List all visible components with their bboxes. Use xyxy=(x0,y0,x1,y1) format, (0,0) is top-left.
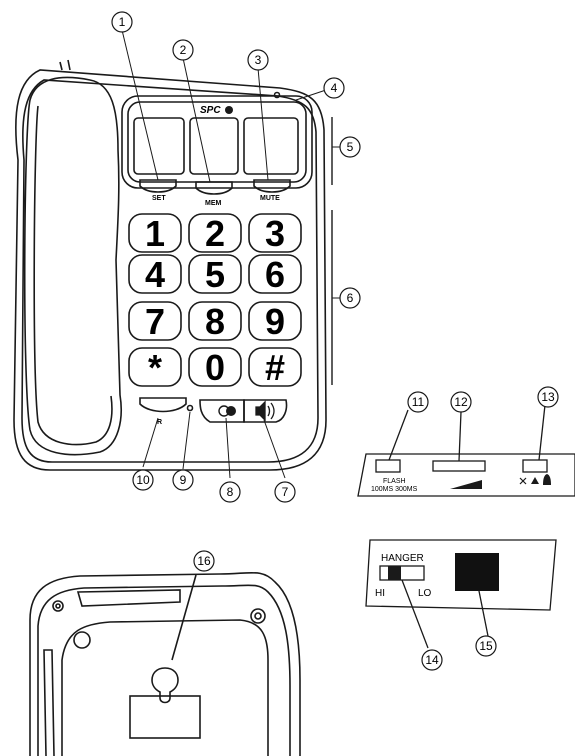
keypad-key-5[interactable]: 6 xyxy=(248,254,302,295)
brand-logo: SPC xyxy=(200,105,221,116)
callout-circle-3 xyxy=(247,49,269,71)
ringer-volume-slider[interactable] xyxy=(432,460,486,472)
hanger-title: HANGER xyxy=(381,553,424,564)
keypad-key-label: # xyxy=(265,347,285,388)
callout-circle-14 xyxy=(421,649,443,671)
keyhole-icon xyxy=(151,667,179,704)
hanger-panel xyxy=(365,539,557,649)
callout-circle-9 xyxy=(172,469,194,491)
callout-number: 4 xyxy=(331,81,338,95)
callout-number: 12 xyxy=(454,395,468,409)
flash-title: FLASH xyxy=(383,478,406,485)
keypad-key-2[interactable]: 3 xyxy=(248,213,302,254)
callout-circle-13 xyxy=(537,386,559,408)
keypad-key-label: 6 xyxy=(265,254,285,295)
keypad-key-9[interactable]: * xyxy=(128,347,182,388)
keypad-key-3[interactable]: 4 xyxy=(128,254,182,295)
hanger-tab[interactable] xyxy=(455,553,499,591)
mem-label: MEM xyxy=(205,200,222,207)
callout-circle-5 xyxy=(339,136,361,158)
keypad-key-10[interactable]: 0 xyxy=(188,347,242,388)
callout-circle-15 xyxy=(475,635,497,657)
callout-circle-12 xyxy=(450,391,472,413)
callout-number: 5 xyxy=(347,140,354,154)
phone-body xyxy=(13,59,327,471)
callout-number: 10 xyxy=(136,473,150,487)
ringer-switch[interactable] xyxy=(522,459,548,473)
callout-number: 1 xyxy=(119,15,126,29)
callout-number: 2 xyxy=(180,43,187,57)
keypad-key-11[interactable]: # xyxy=(248,347,302,388)
keypad-key-0[interactable]: 1 xyxy=(128,213,182,254)
mute-button[interactable] xyxy=(253,179,291,193)
keypad-key-label: 8 xyxy=(205,301,225,342)
callout-number: 9 xyxy=(180,473,187,487)
phone-back xyxy=(29,571,301,756)
keypad-key-label: 3 xyxy=(265,213,285,254)
callout-circle-16 xyxy=(193,550,215,572)
keypad-key-label: 1 xyxy=(145,213,165,254)
callout-circle-8 xyxy=(219,481,241,503)
keypad-key-label: 0 xyxy=(205,347,225,388)
keypad-key-label: 7 xyxy=(145,301,165,342)
callout-circle-1 xyxy=(111,11,133,33)
callout-number: 15 xyxy=(479,639,493,653)
speaker-volume-button[interactable] xyxy=(243,399,288,423)
callout-circle-6 xyxy=(339,287,361,309)
keypad-key-label: 9 xyxy=(265,301,285,342)
mute-label: MUTE xyxy=(260,195,280,202)
callout-number: 7 xyxy=(282,485,289,499)
keypad-key-7[interactable]: 8 xyxy=(188,301,242,342)
speaker-icon xyxy=(255,400,275,422)
mute-ringer-icon xyxy=(519,477,527,485)
hanger-hi: HI xyxy=(375,588,385,599)
flash-values: 100MS 300MS xyxy=(371,486,418,493)
callout-number: 11 xyxy=(412,395,425,409)
callout-circle-4 xyxy=(323,77,345,99)
keypad-key-label: 4 xyxy=(145,254,165,295)
callout-number: 14 xyxy=(425,653,439,667)
callout-number: 8 xyxy=(227,485,234,499)
ringer-high-icon xyxy=(543,474,551,485)
callout-number: 6 xyxy=(347,291,354,305)
callout-circle-2 xyxy=(172,39,194,61)
hanger-switch[interactable] xyxy=(388,566,401,580)
callout-number: 3 xyxy=(255,53,262,67)
side-panel xyxy=(357,404,575,497)
keypad-key-label: 2 xyxy=(205,213,225,254)
ringer-low-icon xyxy=(531,477,539,484)
flash-switch[interactable] xyxy=(375,459,401,473)
brand-mark-icon xyxy=(225,106,233,114)
charge-indicator xyxy=(186,404,194,412)
speakerphone-key-left[interactable] xyxy=(199,399,245,423)
hanger-lo: LO xyxy=(418,588,432,599)
keypad-key-8[interactable]: 9 xyxy=(248,301,302,342)
redial-label: R xyxy=(157,419,162,426)
volume-ramp-icon xyxy=(450,480,482,489)
keypad-key-label: 5 xyxy=(205,254,225,295)
keypad-key-1[interactable]: 2 xyxy=(188,213,242,254)
function-keys xyxy=(139,179,291,195)
callout-circle-11 xyxy=(407,391,429,413)
keypad-key-label: * xyxy=(148,347,162,388)
callout-number: 16 xyxy=(197,554,211,568)
callout-circle-7 xyxy=(274,481,296,503)
redial-button[interactable] xyxy=(139,397,187,413)
callout-number: 13 xyxy=(541,390,555,404)
callout-circle-10 xyxy=(132,469,154,491)
handset-icon xyxy=(23,76,122,456)
set-button[interactable] xyxy=(139,179,177,193)
redial-icon xyxy=(218,405,236,417)
mem-button[interactable] xyxy=(195,181,233,195)
keypad-key-6[interactable]: 7 xyxy=(128,301,182,342)
keypad-key-4[interactable]: 5 xyxy=(188,254,242,295)
set-label: SET xyxy=(152,195,166,202)
